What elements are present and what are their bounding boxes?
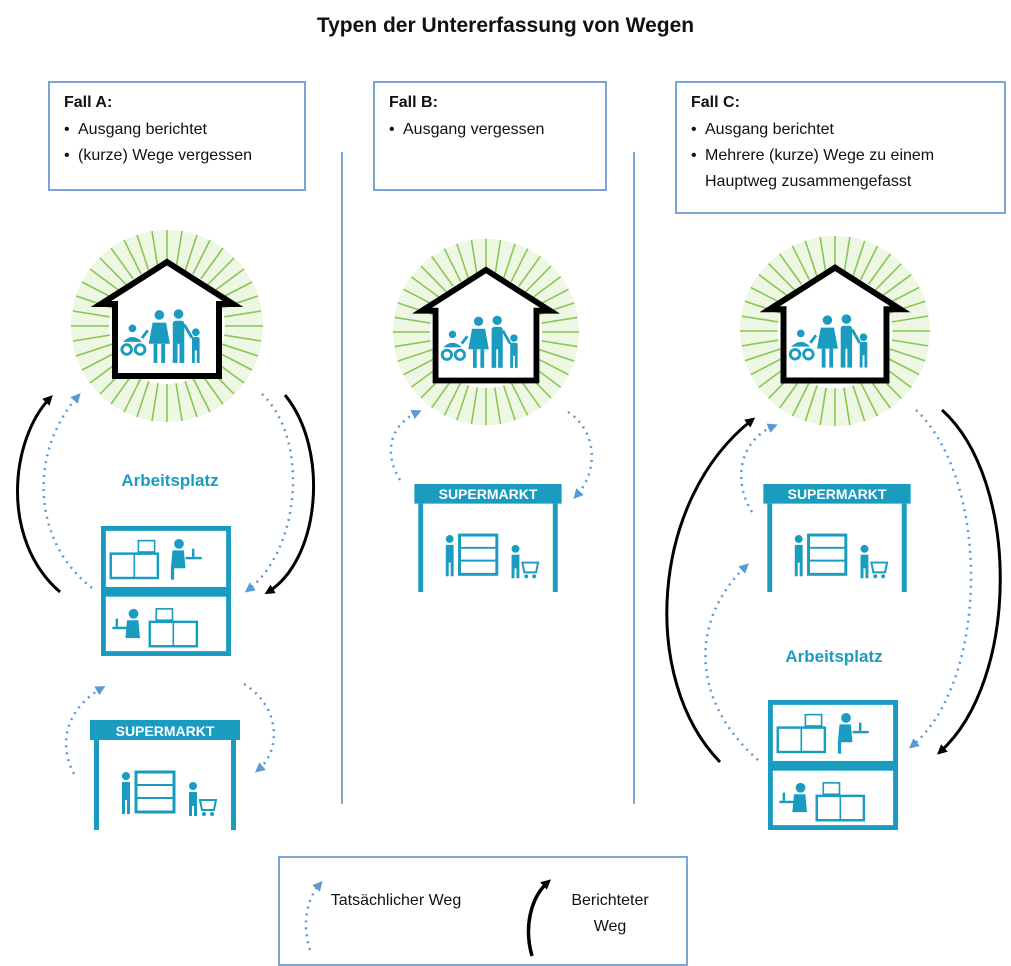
actual-arrow [64,686,106,775]
case-b-box: Fall B: Ausgang vergessen [373,81,607,191]
case-a-bullet-2: (kurze) Wege vergessen [64,143,290,169]
home-icon [71,230,263,422]
legend-reported-arrow-icon [526,879,551,957]
supermarket-label-a: SUPERMARKT [116,723,215,739]
reported-arrow [937,408,1002,755]
legend-actual-label: Tatsächlicher Weg [330,892,462,909]
office-icon [103,528,228,653]
case-b-heading: Fall B: [389,94,438,111]
reported-arrow [16,395,61,594]
case-a-box: Fall A: Ausgang berichtet (kurze) Wege v… [48,81,306,191]
supermarket-label-c: SUPERMARKT [788,486,887,502]
home-icon [740,236,930,426]
legend: Tatsächlicher Weg Berichteter Weg [278,856,688,966]
case-c-bullet-1: Ausgang berichtet [691,117,990,143]
case-c-heading: Fall C: [691,94,740,111]
separator-a-b [341,152,343,804]
actual-arrow [244,393,295,593]
case-c-bullet-2: Mehrere (kurze) Wege zu einem Hauptweg z… [691,143,990,195]
reported-arrow [665,417,756,764]
home-icon [393,239,579,425]
workplace-label-a: Arbeitsplatz [121,471,218,490]
case-c-box: Fall C: Ausgang berichtet Mehrere (kurze… [675,81,1006,214]
office-icon [770,702,895,827]
case-a-heading: Fall A: [64,94,113,111]
supermarket-label-b: SUPERMARKT [439,486,538,502]
actual-arrow [567,410,593,499]
legend-actual-arrow-icon [304,880,323,951]
actual-arrow [243,682,276,773]
legend-symbols [304,879,551,957]
case-a-bullet-1: Ausgang berichtet [64,117,290,143]
diagram-title: Typen der Untererfassung von Wegen [316,14,695,37]
workplace-label-c: Arbeitsplatz [785,647,882,666]
legend-reported-label: Berichteter Weg [571,892,649,935]
case-b-bullet-1: Ausgang vergessen [389,117,591,143]
actual-arrow [704,563,759,761]
actual-arrow [389,409,422,481]
actual-arrow [908,409,973,749]
actual-arrow [42,393,93,589]
separator-b-c [633,152,635,804]
reported-arrow [264,394,316,595]
